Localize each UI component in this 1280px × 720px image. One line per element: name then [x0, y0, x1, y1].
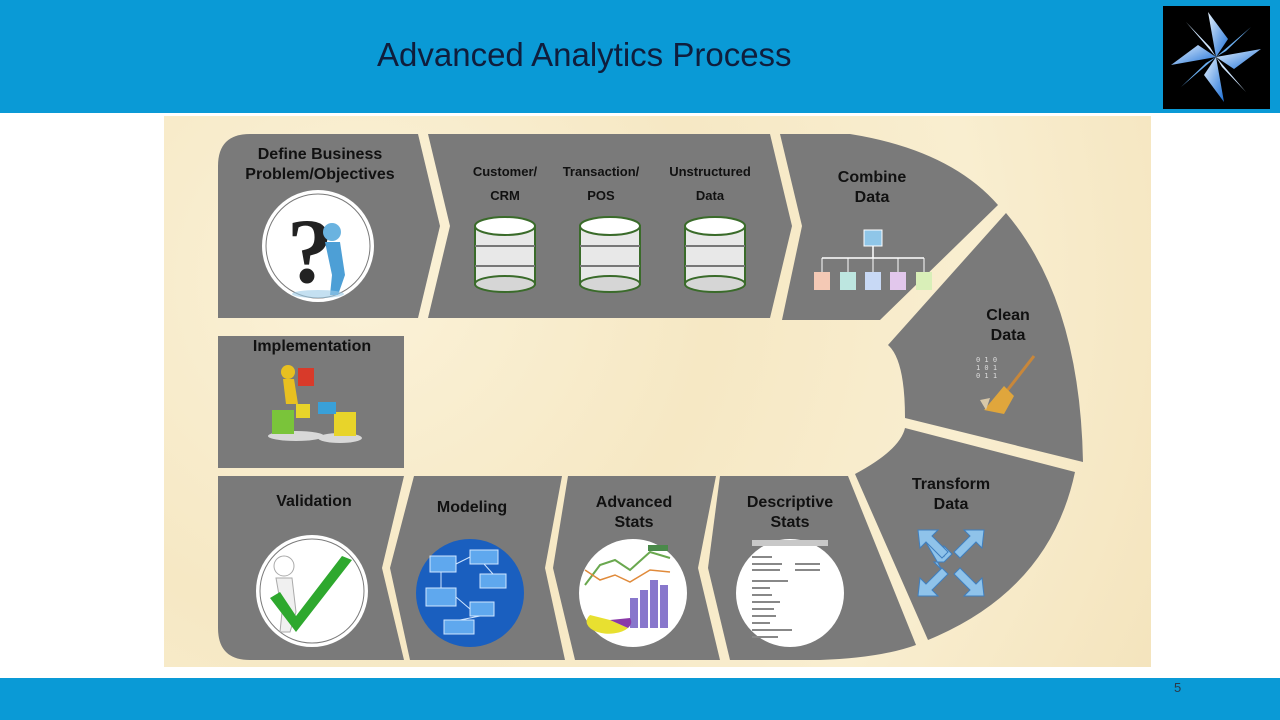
- advanced-label-line1: Advanced: [595, 494, 673, 511]
- svg-text:1 0 1: 1 0 1: [976, 364, 997, 372]
- checkmark-person-icon: [256, 535, 368, 647]
- clean-label-line2: Data: [990, 327, 1026, 344]
- broom-icon: 0 1 0 1 0 1 0 1 1: [976, 355, 1036, 414]
- source-transaction-line2: POS: [587, 188, 615, 203]
- source-customer-line1: Customer/: [472, 164, 538, 179]
- page-number: 5: [1174, 680, 1182, 695]
- flowchart-icon: [416, 539, 524, 647]
- page-title: Advanced Analytics Process: [377, 36, 792, 73]
- source-customer-label: Customer/ CRM: [460, 160, 550, 208]
- puzzle-person-icon: [268, 365, 362, 443]
- combine-label-line1: Combine: [837, 169, 907, 186]
- validation-label: Validation: [276, 493, 352, 510]
- database-icon: [684, 216, 746, 293]
- source-unstructured-line1: Unstructured: [669, 164, 751, 179]
- descriptive-label-line1: Descriptive: [746, 494, 834, 511]
- transform-label: Transform Data: [896, 475, 1006, 515]
- modeling-label: Modeling: [436, 499, 508, 516]
- source-unstructured-line2: Data: [695, 188, 725, 203]
- implementation-label: Implementation: [252, 338, 372, 355]
- chart-icon: [579, 539, 687, 647]
- segment-clean: [888, 213, 1083, 462]
- data-hierarchy-icon: [814, 229, 932, 290]
- combine-label: Combine Data: [822, 168, 922, 208]
- transform-label-line1: Transform: [911, 476, 991, 493]
- source-customer-line2: CRM: [490, 188, 520, 203]
- svg-text:?: ?: [287, 200, 333, 302]
- segment-transform: [855, 428, 1075, 640]
- database-icon: [579, 216, 641, 293]
- advanced-label-line2: Stats: [614, 514, 654, 531]
- database-icon: [474, 216, 536, 293]
- company-logo-icon: [1163, 6, 1270, 109]
- clean-label-line1: Clean: [986, 307, 1030, 324]
- descriptive-label: Descriptive Stats: [736, 493, 844, 533]
- advanced-label: Advanced Stats: [584, 493, 684, 533]
- descriptive-label-line2: Stats: [770, 514, 810, 531]
- question-mark-person-icon: ?: [262, 190, 374, 302]
- arrows-inward-icon: [917, 529, 985, 597]
- header-bar: [0, 0, 1280, 113]
- source-unstructured-label: Unstructured Data: [660, 160, 760, 208]
- report-table-icon: [736, 539, 844, 647]
- svg-text:0 1 1: 0 1 1: [976, 372, 997, 380]
- footer-bar: [0, 678, 1280, 720]
- clean-label: Clean Data: [968, 306, 1048, 346]
- combine-label-line2: Data: [854, 189, 890, 206]
- define-label-line2: Problem/Objectives: [245, 166, 395, 183]
- define-label-line1: Define Business: [257, 146, 383, 163]
- svg-text:0 1 0: 0 1 0: [976, 356, 997, 364]
- transform-label-line2: Data: [933, 496, 969, 513]
- source-transaction-label: Transaction/ POS: [552, 160, 650, 208]
- define-label: Define Business Problem/Objectives: [230, 145, 410, 185]
- segment-combine: [780, 134, 998, 320]
- source-transaction-line1: Transaction/: [562, 164, 640, 179]
